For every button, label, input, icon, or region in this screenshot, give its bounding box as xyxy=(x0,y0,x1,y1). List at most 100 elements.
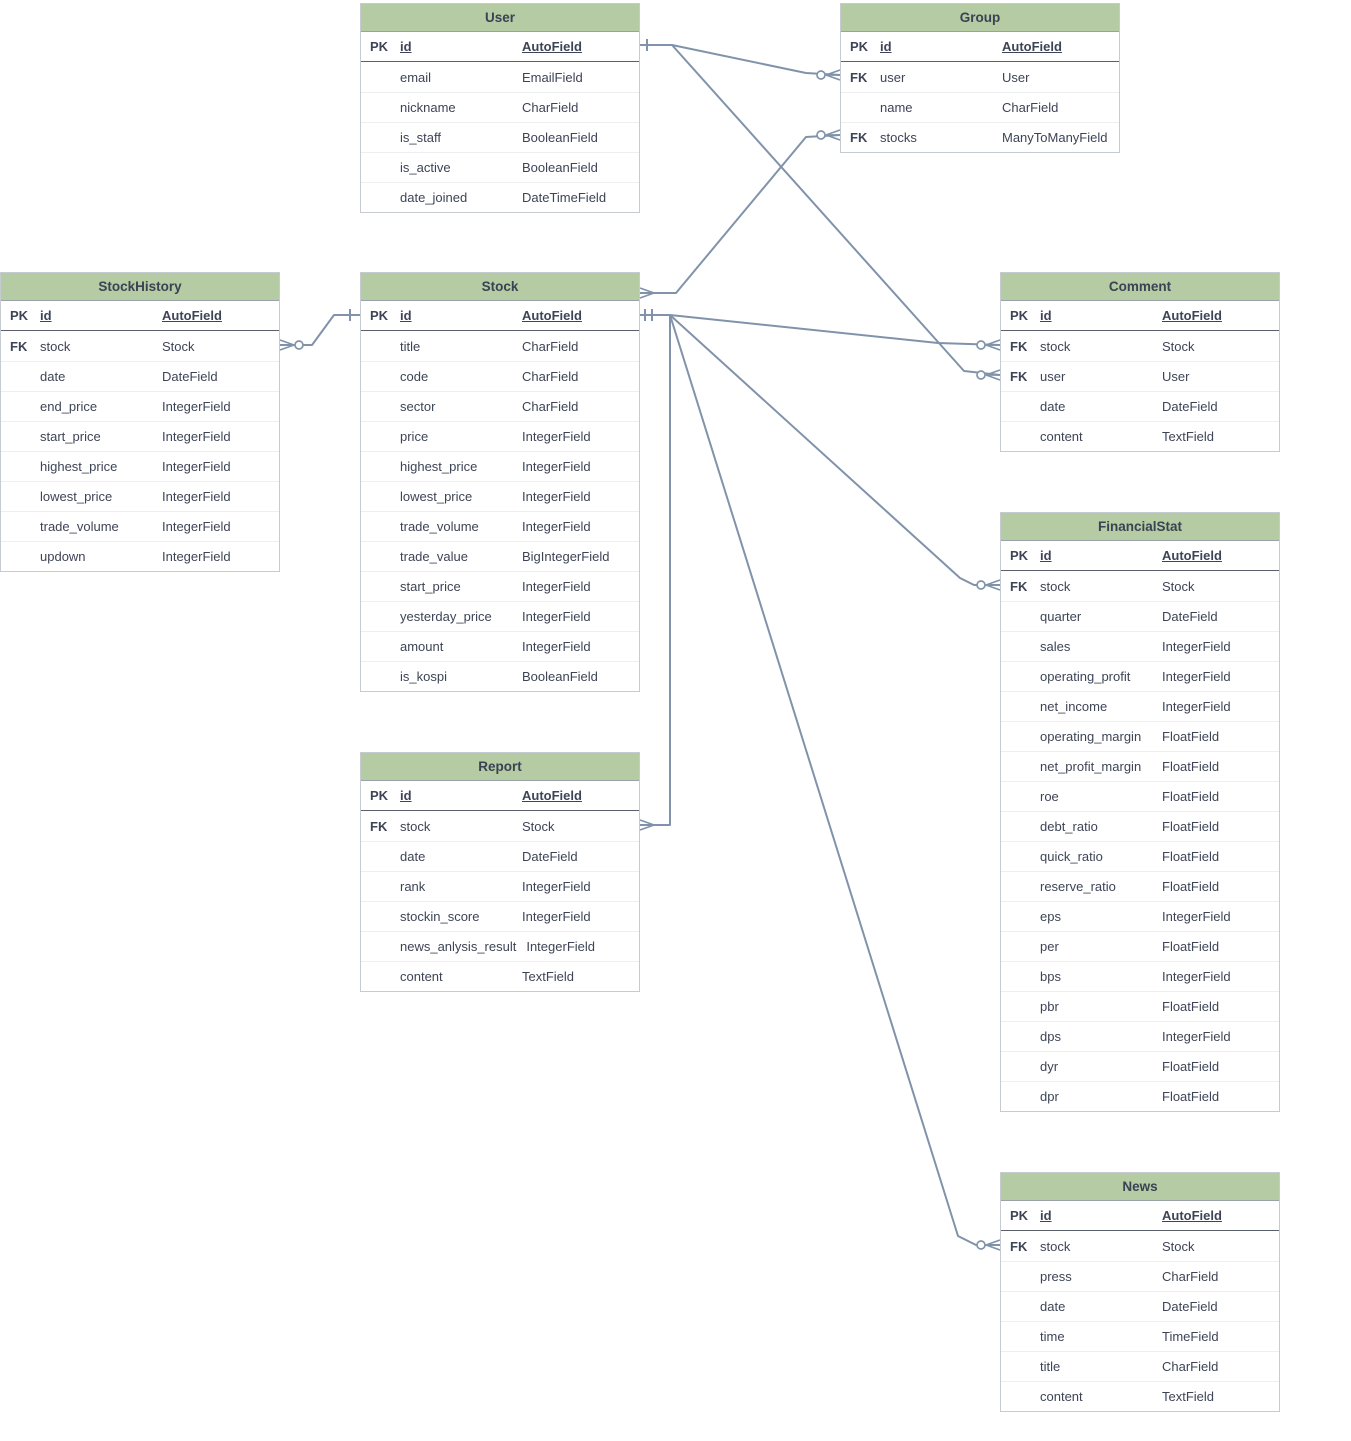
key-cell: PK xyxy=(1010,1208,1029,1223)
key-cell: PK xyxy=(10,308,29,323)
key-cell: PK xyxy=(1010,308,1029,323)
field-type-cell: AutoField xyxy=(1162,308,1222,323)
field-name-cell: content xyxy=(1040,1389,1083,1404)
field-type-cell: DateTimeField xyxy=(522,190,607,205)
key-cell: FK xyxy=(850,69,868,85)
field-type-cell: FloatField xyxy=(1162,939,1220,954)
field-type-cell: IntegerField xyxy=(522,879,591,894)
table-title-report[interactable]: Report xyxy=(361,753,639,781)
field-name-cell: reserve_ratio xyxy=(1040,879,1116,894)
field-name-cell: roe xyxy=(1040,789,1059,804)
table-title-news[interactable]: News xyxy=(1001,1173,1279,1201)
field-name-cell: date xyxy=(40,369,66,384)
field-name-cell: is_staff xyxy=(400,130,441,145)
field-type-cell: AutoField xyxy=(522,788,582,803)
crow-foot-marker xyxy=(639,819,655,831)
table-title-group[interactable]: Group xyxy=(841,4,1119,32)
field-type-cell: IntegerField xyxy=(522,609,591,624)
field-name-cell: date xyxy=(1040,1299,1066,1314)
field-type-cell: IntegerField xyxy=(522,579,591,594)
relationship-stock-group xyxy=(639,129,841,299)
field-type-cell: FloatField xyxy=(1162,789,1220,804)
field-type-cell: AutoField xyxy=(522,308,582,323)
relationship-stockhistory-stock xyxy=(279,309,360,351)
field-name-cell: net_income xyxy=(1040,699,1108,714)
field-name-cell: rank xyxy=(400,879,426,894)
field-type-cell: TextField xyxy=(522,969,575,984)
field-type-cell: DateField xyxy=(522,849,578,864)
table-title-stock[interactable]: Stock xyxy=(361,273,639,301)
field-name-cell: operating_margin xyxy=(1040,729,1142,744)
key-cell: FK xyxy=(1010,1238,1028,1254)
field-type-cell: BooleanField xyxy=(522,160,598,175)
crow-foot-marker xyxy=(639,287,655,299)
field-type-cell: AutoField xyxy=(1002,39,1062,54)
zero-or-many-marker xyxy=(976,339,1001,351)
field-name-cell: date xyxy=(400,849,426,864)
field-name-cell: sector xyxy=(400,399,436,414)
relationship-stock-financialstat xyxy=(669,314,1001,591)
field-name-cell: id xyxy=(1040,308,1052,323)
field-type-cell: BigIntegerField xyxy=(522,549,610,564)
key-cell: FK xyxy=(1010,578,1028,594)
field-type-cell: FloatField xyxy=(1162,999,1220,1014)
key-cell: FK xyxy=(10,338,28,354)
field-type-cell: IntegerField xyxy=(522,639,591,654)
field-name-cell: price xyxy=(400,429,429,444)
field-type-cell: DateField xyxy=(1162,399,1218,414)
zero-or-many-marker xyxy=(976,579,1001,591)
field-name-cell: stock xyxy=(40,338,71,354)
field-name-cell: highest_price xyxy=(40,459,118,474)
field-name-cell: content xyxy=(400,969,443,984)
key-cell: FK xyxy=(370,818,388,834)
table-title-comment[interactable]: Comment xyxy=(1001,273,1279,301)
field-name-cell: id xyxy=(400,788,412,803)
field-row-stock-price: price IntegerField xyxy=(361,421,639,451)
field-name-cell: nickname xyxy=(400,100,456,115)
field-row-report-rank: rank IntegerField xyxy=(361,871,639,901)
field-type-cell: IntegerField xyxy=(522,429,591,444)
field-type-cell: FloatField xyxy=(1162,849,1220,864)
table-title-financialstat[interactable]: FinancialStat xyxy=(1001,513,1279,541)
field-type-cell: FloatField xyxy=(1162,1059,1220,1074)
key-cell: PK xyxy=(850,39,869,54)
field-name-cell: lowest_price xyxy=(400,489,473,504)
field-row-comment-date: date DateField xyxy=(1001,391,1279,421)
field-type-cell: Stock xyxy=(1162,1238,1195,1254)
table-title-user[interactable]: User xyxy=(361,4,639,32)
field-name-cell: date xyxy=(1040,399,1066,414)
table-title-stockhistory[interactable]: StockHistory xyxy=(1,273,279,301)
